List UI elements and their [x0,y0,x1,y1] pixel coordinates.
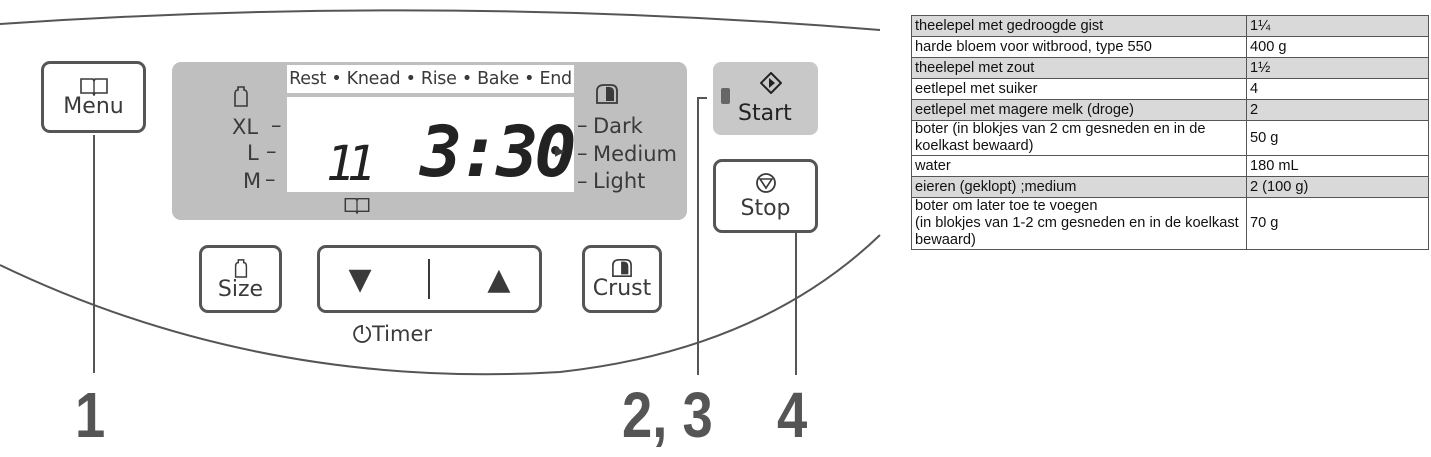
bread-slice-icon [612,259,632,277]
menu-button-label: Menu [63,94,124,119]
menu-number-readout: 11 [326,136,376,192]
ingredient-amount: 1½ [1246,57,1429,79]
ingredient-name: boter om later toe te voegen (in blokjes… [911,197,1247,250]
stop-button-label: Stop [740,196,791,221]
crust-dark-dash: – [577,113,588,137]
size-xl-label: XL [232,115,259,139]
callout-23-leader-tick [697,97,707,99]
ingredient-name: harde bloem voor witbrood, type 550 [911,36,1247,58]
crust-dark-label: Dark [593,114,643,138]
timer-clock-icon [353,325,371,343]
panel-outline [0,9,881,376]
ingredient-amount: 2 (100 g) [1246,176,1429,198]
ingredient-amount: 2 [1246,99,1429,121]
table-row: harde bloem voor witbrood, type 550 400 … [911,36,1429,58]
size-l-dash: – [266,139,277,163]
loaf-size-icon [234,259,247,278]
ingredient-amount: 180 mL [1246,155,1429,177]
crust-light-label: Light [593,169,646,193]
callout-4-leader [795,233,797,375]
ingredient-name: water [911,155,1247,177]
table-row: boter (in blokjes van 2 cm gesneden en i… [911,120,1429,156]
size-button-label: Size [217,277,264,302]
timer-down-button[interactable]: ▼ [348,261,372,297]
time-readout: 3:30 [420,111,577,193]
table-row: eetlepel met suiker 4 [911,78,1429,100]
ingredient-name: eieren (geklopt) ;medium [911,176,1247,198]
ingredients-table: theelepel met gedroogde gist 1¼ harde bl… [911,15,1429,250]
size-l-label: L [247,141,259,165]
timer-up-button[interactable]: ▲ [487,261,511,297]
crust-medium-label: Medium [593,142,677,166]
menu-button[interactable]: Menu [41,61,146,133]
start-button[interactable]: Start [713,62,818,135]
crust-light-dash: – [577,169,588,193]
callout-2-3: 2, 3 [622,379,713,451]
stop-icon [755,173,776,193]
size-xl-dash: – [271,113,282,137]
crust-button[interactable]: Crust [582,245,662,313]
book-icon [79,78,108,96]
ingredient-amount: 400 g [1246,36,1429,58]
callout-1: 1 [75,379,106,451]
table-row: eieren (geklopt) ;medium 2 (100 g) [911,176,1429,198]
size-m-dash: – [265,167,276,191]
callout-4: 4 [777,379,808,451]
stop-button[interactable]: Stop [713,159,818,233]
crust-button-label: Crust [592,276,652,301]
start-button-label: Start [738,101,792,126]
size-button[interactable]: Size [199,245,282,313]
timer-label-text: Timer [372,322,433,346]
ingredient-name: eetlepel met suiker [911,78,1247,100]
start-diamond-icon [760,72,782,94]
ingredient-name: boter (in blokjes van 2 cm gesneden en i… [911,120,1247,156]
timer-divider [428,259,431,299]
crust-medium-dash: – [577,141,588,165]
ingredient-amount: 50 g [1246,120,1429,156]
ingredient-name: eetlepel met magere melk (droge) [911,99,1247,121]
timer-adjust-button[interactable]: ▼ ▲ [317,245,542,313]
ingredient-amount: 1¼ [1246,15,1429,37]
ingredient-amount: 4 [1246,78,1429,100]
callout-23-leader [697,97,699,375]
size-m-label: M [243,169,262,193]
crust-pointer-arrow: ▸ [555,138,566,162]
lcd-window [287,97,574,192]
loaf-size-icon [234,86,248,107]
bread-maker-control-panel: Menu Rest • Knead • Rise • Bake • End XL… [0,9,881,451]
table-row: theelepel met gedroogde gist 1¼ [911,15,1429,37]
bread-slice-icon [596,84,618,104]
menu-book-indicator-icon [344,197,370,214]
callout-1-leader [93,135,95,373]
table-row: eetlepel met magere melk (droge) 2 [911,99,1429,121]
table-row: theelepel met zout 1½ [911,57,1429,79]
ingredient-name: theelepel met zout [911,57,1247,79]
table-row: water 180 mL [911,155,1429,177]
table-row: boter om later toe te voegen (in blokjes… [911,197,1429,250]
timer-label: Timer [352,322,432,346]
ingredient-name: theelepel met gedroogde gist [911,15,1247,37]
phase-indicator-bar: Rest • Knead • Rise • Bake • End [287,65,574,93]
ingredient-amount: 70 g [1246,197,1429,250]
start-indicator-light [721,88,730,104]
